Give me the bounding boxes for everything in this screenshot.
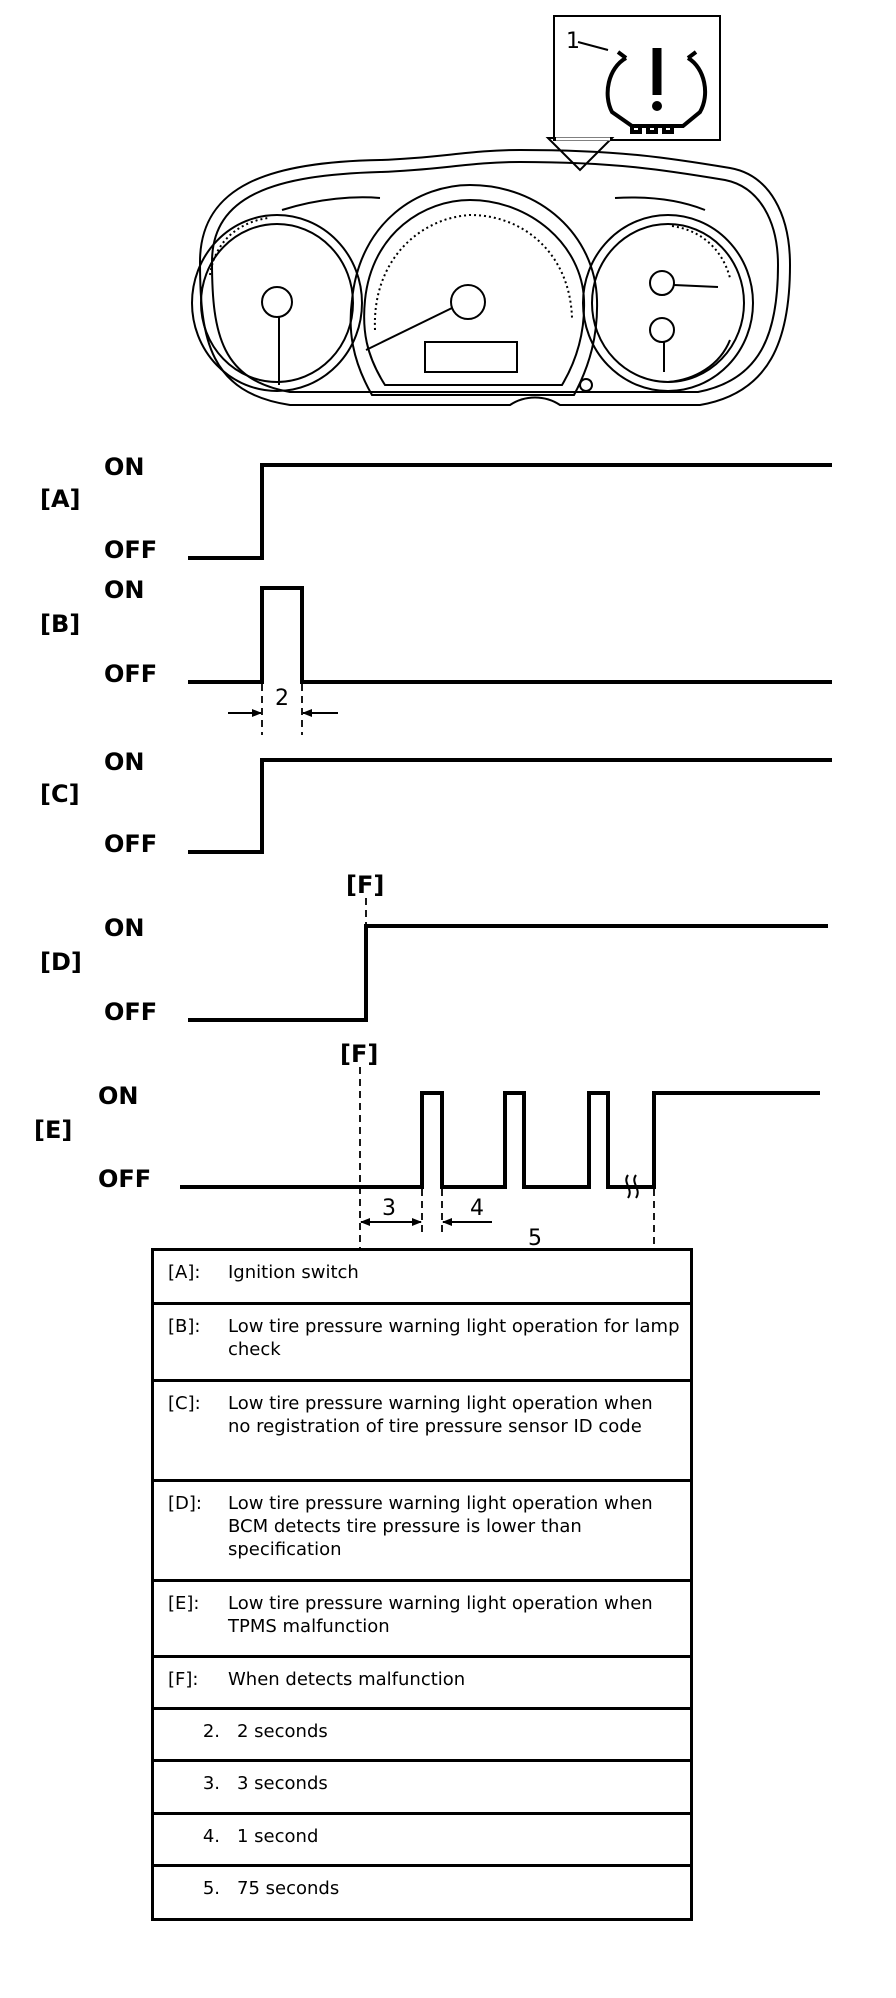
dimension-5-label: 5: [528, 1226, 542, 1251]
legend-table: [A]: Ignition switch [B]: Low tire press…: [151, 1248, 693, 1921]
signal-d: [F] [D] ON OFF: [40, 871, 828, 1026]
legend-text: Low tire pressure warning light operatio…: [228, 1393, 653, 1437]
signal-e-label: [E]: [34, 1116, 72, 1144]
signal-a: [A] ON OFF: [40, 453, 832, 564]
legend-key: 4.: [202, 1826, 220, 1847]
legend-row: 5. 75 seconds: [154, 1867, 690, 1921]
legend-row: [F]: When detects malfunction: [154, 1658, 690, 1710]
signal-a-off-label: OFF: [104, 536, 157, 564]
instrument-cluster-illustration: 1: [191, 15, 792, 406]
legend-key: 2.: [202, 1721, 220, 1742]
signal-b-off-label: OFF: [104, 660, 157, 688]
legend-key: 5.: [202, 1878, 220, 1899]
legend-key: [A]:: [168, 1262, 201, 1283]
legend-text: 2 seconds: [237, 1721, 328, 1742]
legend-text: 1 second: [237, 1826, 319, 1847]
dimension-4-label: 4: [470, 1196, 484, 1221]
signal-d-off-label: OFF: [104, 998, 157, 1026]
signal-b-label: [B]: [40, 610, 80, 638]
signal-a-label: [A]: [40, 485, 81, 513]
signal-b: [B] ON OFF 2: [40, 576, 832, 735]
legend-row: 2. 2 seconds: [154, 1710, 690, 1762]
signal-d-label: [D]: [40, 948, 82, 976]
signal-e: [F] [E] ON OFF 3 4 5: [34, 1040, 820, 1262]
signal-d-waveform: [188, 924, 828, 1022]
dimension-2-label: 2: [275, 686, 289, 711]
signal-a-on-label: ON: [104, 453, 145, 481]
signal-e-waveform: [180, 1091, 820, 1189]
dimension-3-label: 3: [382, 1196, 396, 1221]
f-marker-label-e: [F]: [340, 1040, 378, 1068]
signal-c-on-label: ON: [104, 748, 145, 776]
signal-a-waveform: [188, 463, 832, 560]
legend-text: When detects malfunction: [228, 1669, 466, 1690]
legend-key: [E]:: [168, 1593, 200, 1614]
legend-row: [C]: Low tire pressure warning light ope…: [154, 1382, 690, 1482]
legend-key: [D]:: [168, 1493, 202, 1514]
tpms-warning-icon: [605, 48, 708, 134]
legend-key: [B]:: [168, 1316, 201, 1337]
signal-b-waveform: [188, 586, 832, 684]
legend-text: 75 seconds: [237, 1878, 340, 1899]
legend-text: Ignition switch: [228, 1262, 359, 1283]
legend-text: Low tire pressure warning light operatio…: [228, 1493, 653, 1560]
legend-text: Low tire pressure warning light operatio…: [228, 1316, 680, 1360]
f-marker-label-d: [F]: [346, 871, 384, 899]
callout-number-1: 1: [566, 29, 580, 54]
legend-key: [F]:: [168, 1669, 199, 1690]
legend-row: 4. 1 second: [154, 1815, 690, 1867]
legend-row: [E]: Low tire pressure warning light ope…: [154, 1582, 690, 1658]
signal-c: [C] ON OFF: [40, 748, 832, 858]
signal-c-off-label: OFF: [104, 830, 157, 858]
signal-b-on-label: ON: [104, 576, 145, 604]
signal-d-on-label: ON: [104, 914, 145, 942]
signal-c-waveform: [188, 758, 832, 854]
legend-row: [A]: Ignition switch: [154, 1251, 690, 1305]
legend-row: 3. 3 seconds: [154, 1762, 690, 1815]
signal-c-label: [C]: [40, 780, 80, 808]
legend-key: 3.: [202, 1773, 220, 1794]
legend-key: [C]:: [168, 1393, 201, 1414]
legend-text: 3 seconds: [237, 1773, 328, 1794]
signal-e-on-label: ON: [98, 1082, 139, 1110]
legend-row: [D]: Low tire pressure warning light ope…: [154, 1482, 690, 1582]
time-break-symbol: [625, 1174, 639, 1199]
signal-e-off-label: OFF: [98, 1165, 151, 1193]
legend-text: Low tire pressure warning light operatio…: [228, 1593, 653, 1637]
legend-row: [B]: Low tire pressure warning light ope…: [154, 1305, 690, 1382]
